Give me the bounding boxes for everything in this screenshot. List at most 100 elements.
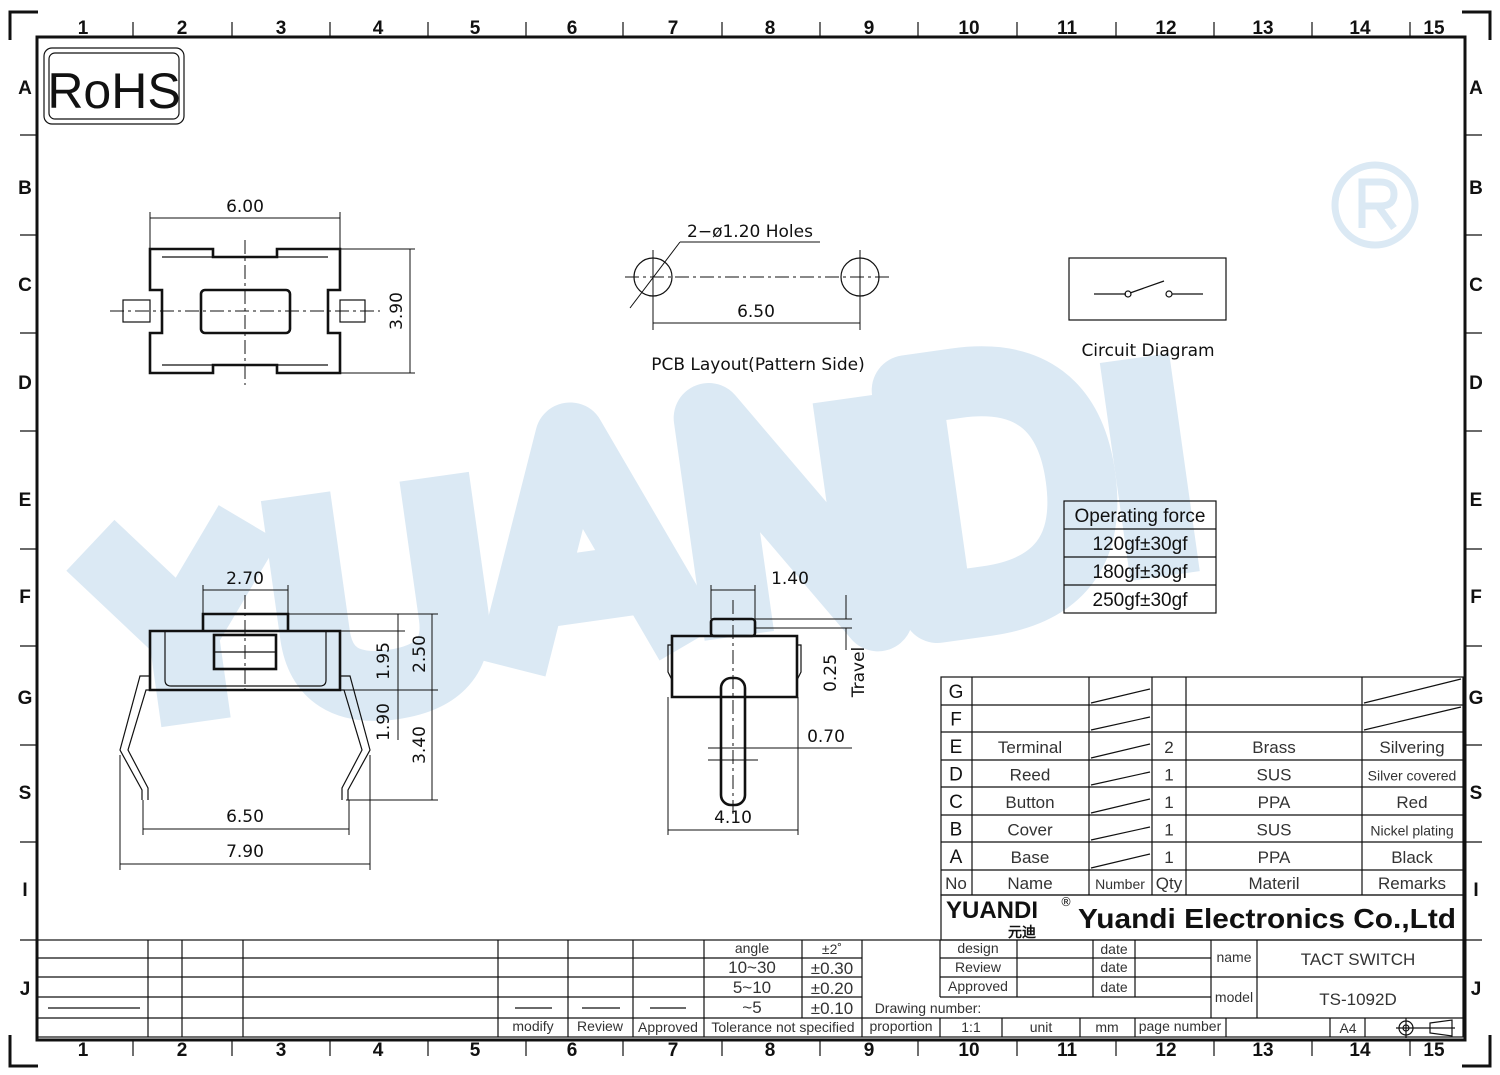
parts-material: PPA: [1258, 848, 1291, 867]
date-label: date: [1100, 959, 1127, 975]
grid-row-label: A: [1469, 78, 1483, 99]
unit-value: mm: [1095, 1019, 1118, 1035]
dim-1-95: 1.95: [374, 642, 394, 680]
dim-overall-width: 4.10: [714, 808, 752, 828]
tolerance-value: ±0.10: [811, 999, 853, 1018]
circuit-diagram: Circuit Diagram: [1068, 257, 1227, 361]
grid-column-label: 14: [1349, 18, 1371, 39]
travel-label: Travel: [849, 647, 869, 699]
parts-row: G: [949, 678, 1462, 704]
dim-pitch: 6.50: [737, 302, 775, 322]
grid-column-label: 3: [276, 1040, 287, 1061]
tolerance-table: angle ±2˚ 10~30 ±0.30 5~10 ±0.20 ~5 ±0.1…: [512, 940, 854, 1035]
dim-travel: 0.25: [821, 654, 841, 692]
modify-label: modify: [512, 1018, 553, 1034]
approved-label: Approved: [638, 1019, 698, 1035]
projection-symbol-icon: [1396, 1018, 1455, 1038]
grid-row-label: C: [18, 275, 32, 296]
grid-column-label: 10: [958, 1040, 979, 1061]
grid-row-label: B: [18, 178, 32, 199]
grid-column-label: 5: [470, 18, 481, 39]
grid-column-label: 2: [177, 18, 188, 39]
top-view: 6.00 3.90: [110, 197, 415, 385]
parts-name: Cover: [1007, 821, 1053, 840]
company-block: YUANDI 元迪 ® Yuandi Electronics Co.,Ltd: [940, 894, 1464, 941]
grid-column-label: 9: [864, 18, 875, 39]
parts-name: Button: [1005, 793, 1054, 812]
grid-column-label: 6: [567, 18, 578, 39]
parts-material: Brass: [1252, 738, 1295, 757]
grid-row-label: I: [22, 880, 27, 901]
review-label: Review: [955, 959, 1002, 975]
model-number: TS-1092D: [1319, 990, 1396, 1009]
parts-header: Name: [1007, 874, 1052, 893]
grid-column-label: 6: [567, 1040, 578, 1061]
grid-row-label: I: [1473, 880, 1478, 901]
parts-no: E: [950, 737, 963, 758]
company-logo: YUANDI: [946, 897, 1038, 924]
grid-row-label: S: [1470, 783, 1483, 804]
grid-row-label: F: [1470, 587, 1482, 608]
dim-height: 3.90: [387, 292, 407, 330]
grid-column-label: 15: [1423, 1040, 1445, 1061]
design-label: design: [957, 940, 998, 956]
rohs-label: RoHS: [47, 63, 180, 119]
parts-qty: 1: [1164, 793, 1173, 812]
parts-material: SUS: [1257, 821, 1292, 840]
parts-remarks: Black: [1391, 848, 1433, 867]
grid-column-label: 15: [1423, 18, 1445, 39]
grid-column-label: 11: [1057, 18, 1078, 39]
parts-header: Materil: [1248, 874, 1299, 893]
parts-no: F: [950, 710, 962, 731]
grid-row-label: G: [18, 688, 33, 709]
model-label: model: [1215, 989, 1253, 1005]
grid-column-label: 1: [78, 18, 89, 39]
dim-1-90: 1.90: [374, 703, 394, 741]
side-view: 2.70 1.95 2.50 1.90 3.40 6.50 7.90: [119, 569, 438, 870]
tolerance-range: ~5: [742, 998, 761, 1017]
grid-column-label: 12: [1155, 1040, 1176, 1061]
parts-qty: 1: [1164, 848, 1173, 867]
grid-column-label: 8: [765, 18, 776, 39]
grid-row-label: G: [1469, 688, 1484, 709]
grid-column-label: 2: [177, 1040, 188, 1061]
parts-no: C: [949, 792, 963, 813]
parts-material: PPA: [1258, 793, 1291, 812]
end-view: 1.40 0.25 Travel 0.70 4.10: [667, 569, 869, 835]
title-block: angle ±2˚ 10~30 ±0.30 5~10 ±0.20 ~5 ±0.1…: [36, 939, 1464, 1038]
force-value: 120gf±30gf: [1093, 534, 1189, 555]
dim-width: 6.00: [226, 197, 264, 217]
dim-3-40: 3.40: [410, 726, 430, 764]
grid-row-label: D: [18, 373, 32, 394]
dim-button-width: 1.40: [771, 569, 809, 589]
grid-column-label: 12: [1155, 18, 1176, 39]
grid-row-label: A: [18, 78, 32, 99]
parts-remarks: Silver covered: [1368, 768, 1457, 784]
pcb-caption: PCB Layout(Pattern Side): [651, 355, 865, 375]
parts-material: SUS: [1257, 766, 1292, 785]
force-value: 180gf±30gf: [1093, 562, 1189, 583]
watermark: [66, 161, 1419, 728]
paper-size: A4: [1339, 1020, 1356, 1036]
tolerance-range: 10~30: [728, 958, 776, 977]
grid-column-label: 10: [958, 18, 979, 39]
grid-column-label: 4: [373, 1040, 384, 1061]
parts-name: Terminal: [998, 738, 1062, 757]
grid-row-label: F: [19, 587, 31, 608]
company-name: Yuandi Electronics Co.,Ltd: [1078, 903, 1456, 934]
grid-column-label: 13: [1252, 18, 1273, 39]
grid-column-label: 4: [373, 18, 384, 39]
grid-column-label: 3: [276, 18, 287, 39]
parts-qty: 1: [1164, 821, 1173, 840]
proportion-label: proportion: [869, 1018, 932, 1034]
parts-qty: 1: [1164, 766, 1173, 785]
parts-remarks: Nickel plating: [1370, 823, 1453, 839]
grid-row-label: J: [20, 979, 31, 1000]
grid-column-label: 13: [1252, 1040, 1273, 1061]
